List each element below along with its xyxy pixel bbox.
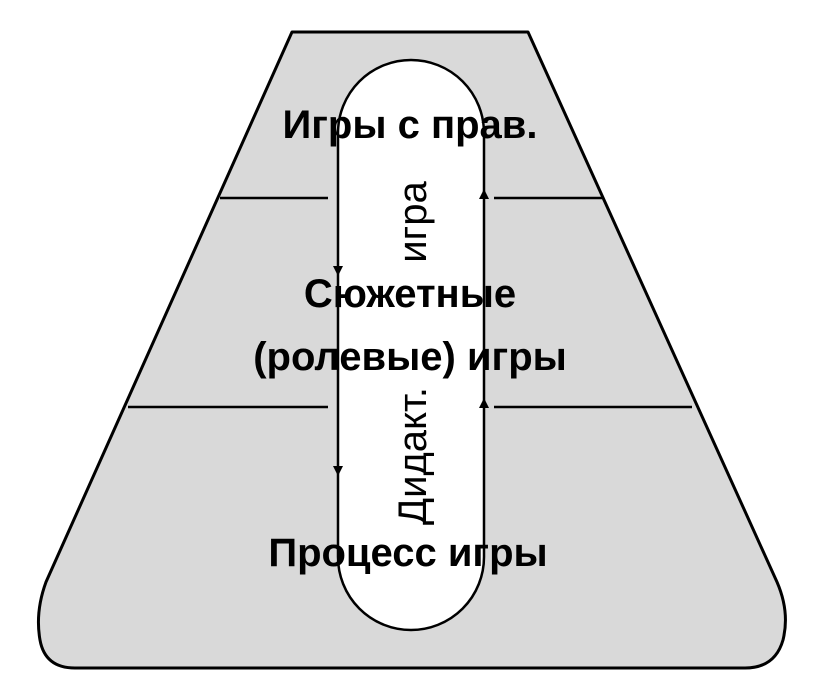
level-label-top: Игры с прав. bbox=[282, 103, 537, 147]
capsule-loop bbox=[336, 58, 486, 632]
level-label-middle-line1: Сюжетные bbox=[304, 272, 516, 316]
level-label-bottom: Процесс игры bbox=[268, 531, 547, 575]
vertical-label-bottom: Дидакт. bbox=[391, 387, 435, 525]
vertical-label-top: игра bbox=[391, 181, 435, 263]
level-label-middle-line2: (ролевые) игры bbox=[253, 335, 567, 379]
